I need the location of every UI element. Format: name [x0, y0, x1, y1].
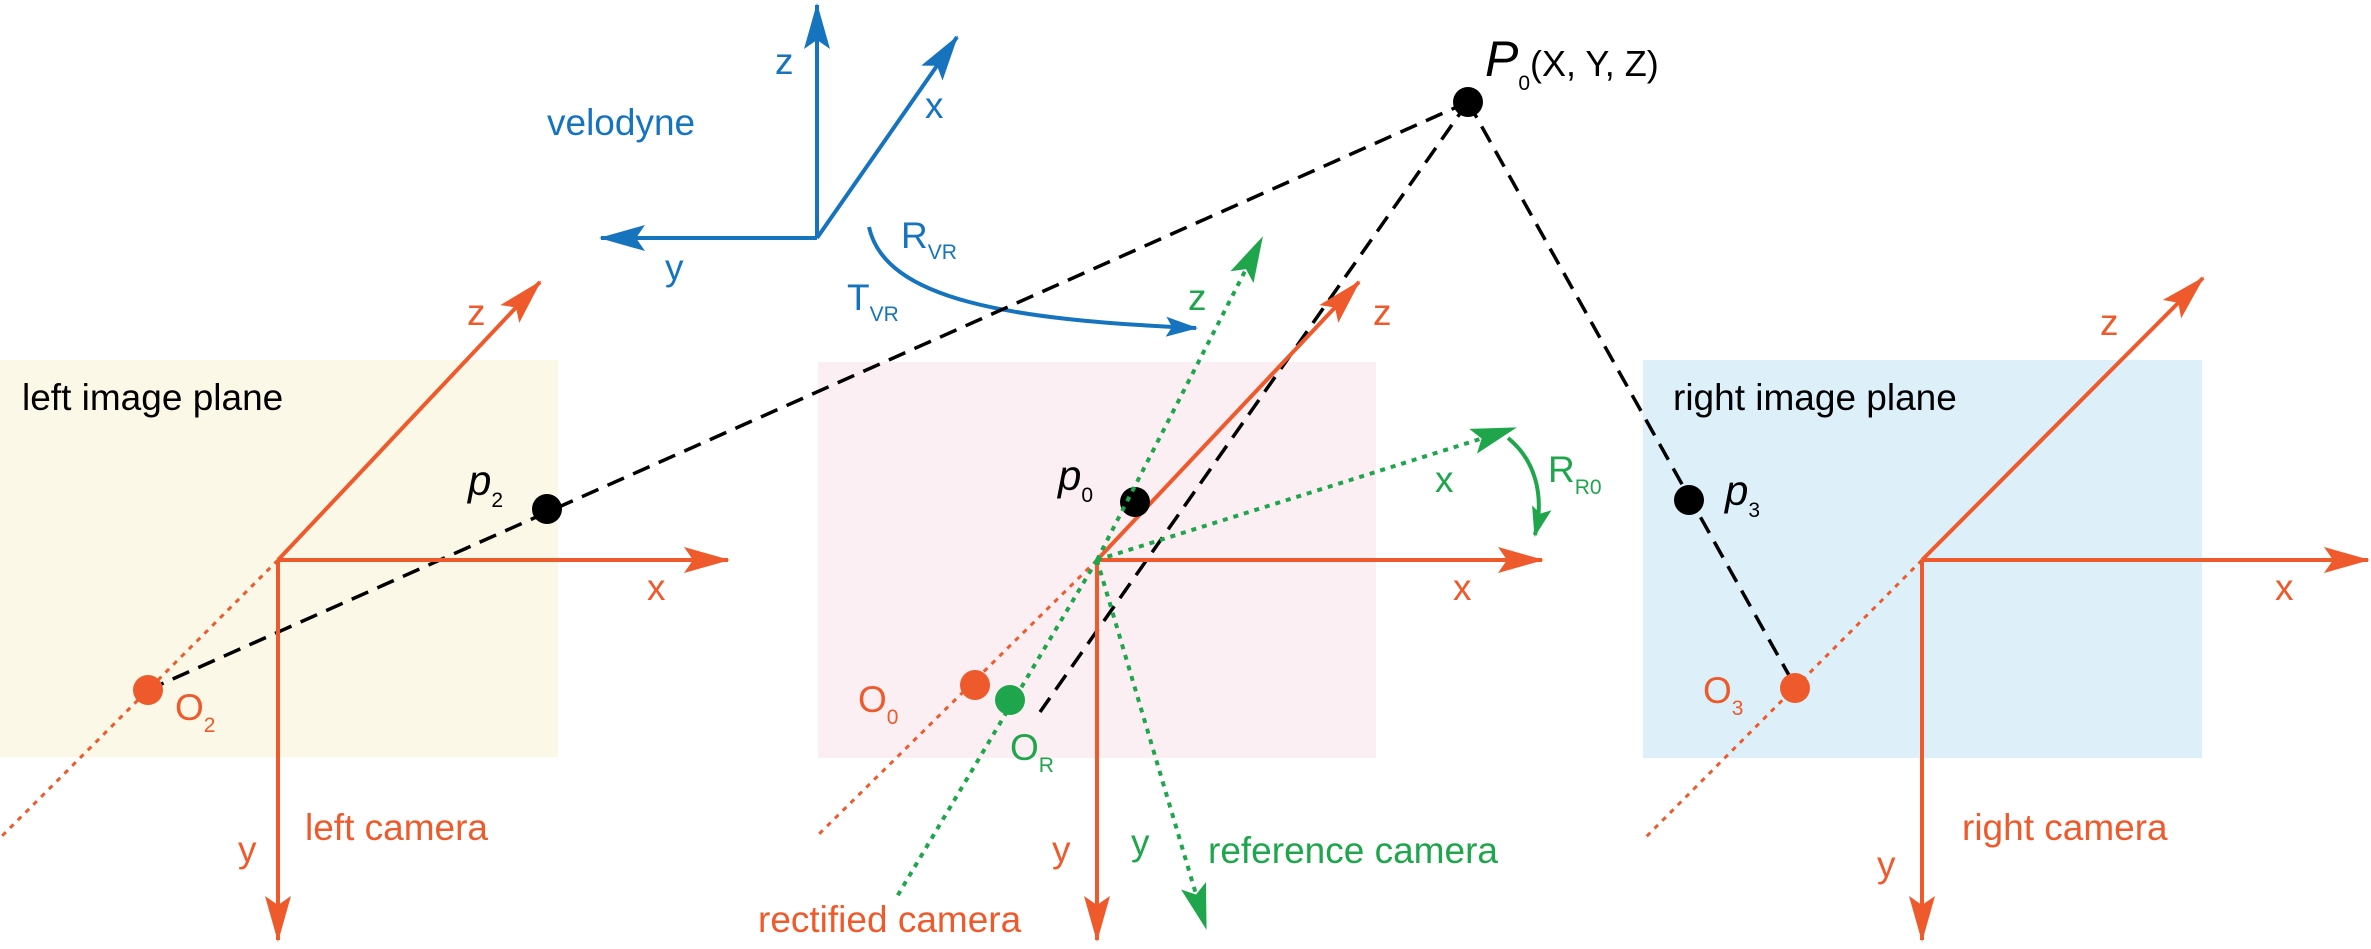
right-plane-label: right image plane [1673, 377, 1957, 418]
center-p0-label: p0 [1056, 452, 1093, 507]
left-camera-center-o2 [133, 675, 163, 705]
left-z-axis [276, 280, 542, 562]
left-image-point-p2 [532, 494, 562, 524]
left-y-label: y [238, 829, 257, 870]
center-o0-label: O0 [858, 679, 898, 729]
right-z-axis [1920, 276, 2205, 562]
left-plane-label: left image plane [22, 377, 283, 418]
reference-x-axis [1096, 426, 1517, 562]
reference-x-label: x [1435, 459, 1454, 500]
reference-z-label: z [1188, 277, 1207, 318]
right-p3-label: p3 [1723, 467, 1760, 522]
world-point-label: P0(X, Y, Z) [1485, 31, 1659, 95]
right-y-label: y [1877, 844, 1896, 885]
velodyne-z-label: z [775, 41, 794, 82]
velodyne-to-reference-transform-arrow [867, 226, 1198, 337]
center-z-label: z [1373, 292, 1392, 333]
right-camera-center-o3 [1780, 673, 1810, 703]
right-x-label: x [2275, 567, 2294, 608]
center-y-label: y [1052, 829, 1071, 870]
right-camera-frame [1643, 276, 2370, 942]
right-image-point-p3 [1674, 485, 1704, 515]
rectified-camera-label: rectified camera [758, 899, 1022, 940]
left-x-label: x [647, 567, 666, 608]
rotation-r0-label: RR0 [1548, 449, 1602, 499]
left-z-label: z [467, 292, 486, 333]
reference-camera-center-or [995, 685, 1025, 715]
velodyne-x-label: x [925, 85, 944, 126]
velodyne-label: velodyne [547, 102, 695, 143]
rotation-r0-arrow [1506, 436, 1552, 537]
reference-y-axis [1095, 559, 1208, 930]
velodyne-y-label: y [665, 247, 684, 288]
center-image-point-p0 [1120, 487, 1150, 517]
projection-rays [147, 100, 1797, 714]
reference-z-axis [1095, 236, 1264, 561]
velodyne-x-axis [815, 35, 959, 240]
reference-y-label: y [1131, 822, 1150, 863]
reference-or-label: OR [1010, 727, 1054, 777]
center-x-label: x [1453, 567, 1472, 608]
reference-camera-frame [893, 236, 1517, 930]
rotation-vr-label: RVR [901, 215, 957, 264]
right-z-label: z [2100, 302, 2119, 343]
left-camera-frame [0, 280, 730, 942]
left-camera-label: left camera [305, 807, 488, 848]
left-p2-label: p2 [466, 457, 503, 512]
reference-camera-label: reference camera [1208, 830, 1498, 871]
right-camera-label: right camera [1962, 807, 2168, 848]
translation-vr-label: TVR [847, 277, 899, 326]
velodyne-frame [599, 3, 1198, 337]
ray-to-center-camera [1038, 100, 1470, 714]
right-o3-label: O3 [1703, 670, 1743, 720]
ray-to-left-camera [147, 100, 1469, 692]
left-o2-label: O2 [175, 687, 215, 737]
rectified-camera-center-o0 [960, 670, 990, 700]
world-point-p0 [1453, 87, 1483, 117]
